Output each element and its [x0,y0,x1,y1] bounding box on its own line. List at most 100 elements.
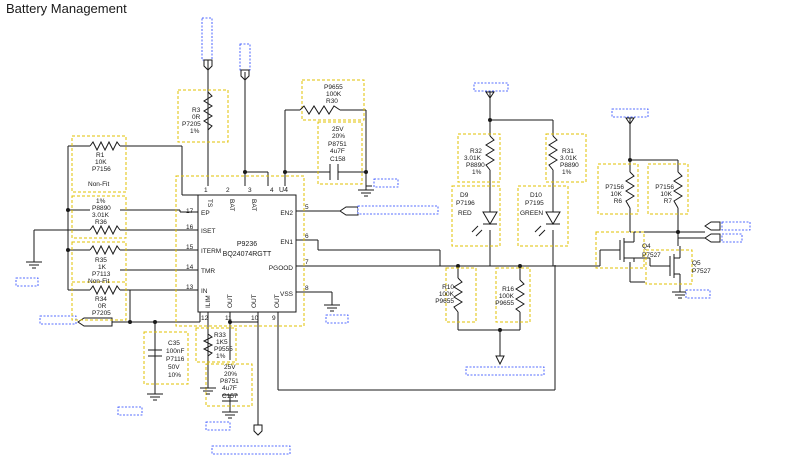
resistor-r33 [195,327,237,363]
grounds [15,178,711,431]
component-label: P7196 [456,200,475,207]
ic-pin-num: 11 [225,315,232,322]
ic-pin-num: 2 [226,187,230,194]
ic-value: BQ24074RGTT [223,251,272,258]
component-label: 10K [95,159,107,166]
ground-symbol [15,261,42,287]
component-label: 10K [610,191,622,198]
ic-pin-num: 13 [186,284,194,291]
ic-pin-name: TS [206,199,213,208]
ic-pin-num: 10 [251,315,259,322]
resistor-r16 [495,267,531,323]
component-label: 1% [472,169,482,176]
net-label-5v-main-left [39,315,113,327]
resistor-r30 [299,79,365,121]
component-label: R7 [664,198,673,205]
ic-pin-name: IN [201,288,208,295]
resistor-r36 [71,195,127,239]
transistor-q5 [645,246,693,285]
ground-symbol [358,178,399,197]
ic-pin-num: 7 [305,259,309,266]
net-label-chg-en [339,205,439,216]
ic-ref: U4 [279,187,288,194]
component-label: P9655 [324,84,343,91]
net-label-chg-out [211,424,291,455]
component-label: P8890 [92,205,111,212]
component-label: P7527 [642,252,661,259]
ic-pin-name: EP [201,210,210,217]
component-label: 0R [98,303,107,310]
resistor-r6 [597,163,639,215]
component-label: C35 [168,340,180,347]
component-label: P9655 [435,298,454,305]
resistor-r31 [545,133,587,183]
component-label: P7156 [605,184,624,191]
ic-pin-num: 16 [186,224,194,231]
component-label: 1K [98,264,107,271]
ic-pin-name: BAT [250,199,257,211]
ic-pin-num: 17 [186,208,194,215]
component-label: 10% [168,372,181,379]
component-label: R30 [326,98,338,105]
component-label: P7205 [182,121,201,128]
component-label: P8751 [328,141,347,148]
component-label: P7527 [692,268,711,275]
led-d9 [451,185,501,247]
net-labels [39,17,751,455]
component-label: 100K [499,293,515,300]
component-label: R34 [95,296,107,303]
net-label-vbat [239,43,251,81]
component-label: P8751 [220,378,239,385]
component-label: P7195 [525,200,544,207]
component-label: D9 [460,192,469,199]
resistor-r3 [177,89,229,143]
ground-symbol [205,411,238,431]
resistors [71,79,689,363]
component-label: P7205 [92,310,111,317]
component-label: 20% [224,371,237,378]
transistor-q4 [595,231,645,269]
capacitors [143,121,363,407]
component-label: 10K [660,191,672,198]
component-label: 100nF [166,348,184,355]
component-label: P7156 [92,166,111,173]
component-label: 25V [332,126,344,133]
net-label-5v-main [473,82,509,99]
ground-symbol [200,387,216,395]
component-label: GREEN [520,210,543,217]
component-label: R3 [192,107,201,114]
ic-pin-name: EN2 [280,210,293,217]
ic-pin-name: ISET [201,228,215,235]
ic-pin-name: OUT [251,294,258,308]
page-title: Battery Management [6,1,127,16]
resistor-r1 [71,135,127,193]
ic-pin-name: ILIM [205,295,212,308]
wires [33,52,705,425]
component-label: P8890 [560,162,579,169]
net-label-usb-dp [704,221,751,231]
ic-pin-name: OUT [274,294,281,308]
ic-pin-num: 8 [305,285,309,292]
ic-pin-num: 3 [248,187,252,194]
junctions [66,118,680,332]
component-label: RED [458,210,472,217]
ic-pin-num: 9 [272,315,276,322]
component-label: C158 [330,156,346,163]
ic-pin-num: 12 [201,315,209,322]
capacitor-c157 [205,363,253,407]
net-label-usb-dm [704,233,743,243]
ic-pin-num: 14 [186,264,194,271]
net-label-bat-temp [201,17,213,71]
net-label-5v-usb [611,108,649,125]
ic-pin-name: ITERM [201,248,221,255]
ic-pin-name: PGOOD [269,265,294,272]
component-label: D10 [530,192,542,199]
component-label: R10 [442,284,454,291]
ic-pin-name: TMR [201,268,215,275]
capacitor-c158 [317,121,363,185]
component-label: 20% [332,133,345,140]
resistor-r10 [445,267,477,323]
component-label: P7116 [166,356,185,363]
component-label: R33 [214,332,226,339]
